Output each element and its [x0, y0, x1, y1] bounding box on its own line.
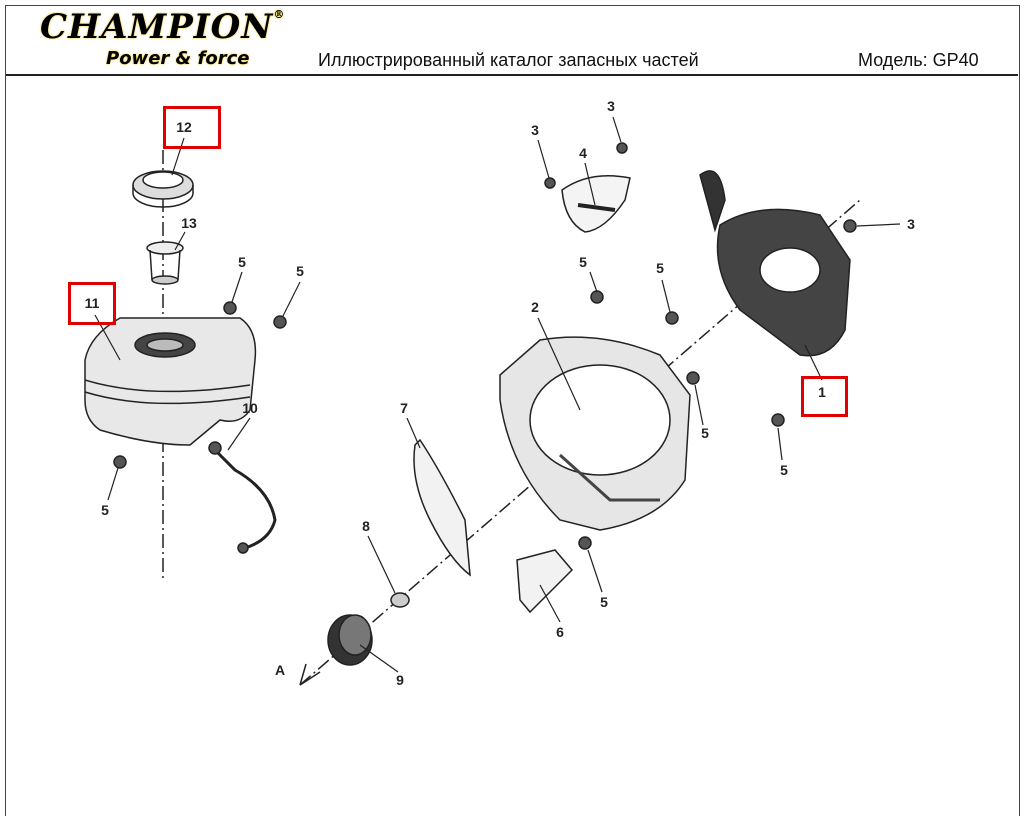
- callout-5[interactable]: 5: [238, 254, 246, 270]
- bracket-6-part: [516, 549, 574, 614]
- arrow-a-icon: [299, 663, 321, 686]
- leader-lines: [94, 116, 901, 673]
- callout-5[interactable]: 5: [101, 502, 109, 518]
- callout-10[interactable]: 10: [242, 400, 258, 416]
- highlight-box-11: [68, 282, 116, 325]
- model-label: Модель: GP40: [858, 50, 979, 70]
- callout-9[interactable]: 9: [396, 672, 404, 688]
- callout-7[interactable]: 7: [400, 400, 408, 416]
- callout-3[interactable]: 3: [607, 98, 615, 114]
- callout-5[interactable]: 5: [656, 260, 664, 276]
- logo-tagline: Power & force: [106, 48, 250, 69]
- callout-5[interactable]: 5: [579, 254, 587, 270]
- fan-cover-part: [499, 336, 691, 531]
- callout-5[interactable]: 5: [780, 462, 788, 478]
- starter-pulley-part: [327, 614, 373, 666]
- catalog-title: Иллюстрированный каталог запасных частей: [318, 50, 699, 70]
- callout-2[interactable]: 2: [531, 299, 539, 315]
- registered-mark: ®: [273, 8, 286, 21]
- highlight-box-1: [801, 376, 848, 417]
- callout-1[interactable]: 1: [818, 384, 826, 400]
- fuel-cap-part: [132, 170, 194, 208]
- callout-4[interactable]: 4: [579, 145, 587, 161]
- washer-part: [390, 592, 410, 608]
- logo-brand: CHAMPION®: [40, 8, 285, 46]
- highlight-box-12: [163, 106, 221, 149]
- callout-3[interactable]: 3: [531, 122, 539, 138]
- bracket-part: [561, 175, 631, 233]
- callout-3[interactable]: 3: [907, 216, 915, 232]
- fuel-tank-part: [84, 317, 257, 446]
- callout-5[interactable]: 5: [296, 263, 304, 279]
- logo-brand-text: CHAMPION: [40, 7, 274, 47]
- callout-13[interactable]: 13: [181, 215, 197, 231]
- champion-logo: CHAMPION® Power & force: [40, 8, 284, 72]
- bolt-parts: [113, 142, 857, 550]
- fuel-filter-part: [146, 241, 184, 285]
- fuel-line-part: [208, 441, 277, 554]
- callout-12[interactable]: 12: [176, 119, 192, 135]
- callout-11[interactable]: 11: [84, 295, 100, 311]
- callout-5[interactable]: 5: [600, 594, 608, 610]
- recoil-starter-part: [699, 170, 851, 357]
- page-frame: [5, 5, 1020, 816]
- header-divider: [6, 74, 1018, 76]
- callout-6[interactable]: 6: [556, 624, 564, 640]
- callout-a: A: [274, 662, 286, 678]
- callout-5[interactable]: 5: [701, 425, 709, 441]
- guide-plate-part: [413, 438, 471, 577]
- callout-8[interactable]: 8: [362, 518, 370, 534]
